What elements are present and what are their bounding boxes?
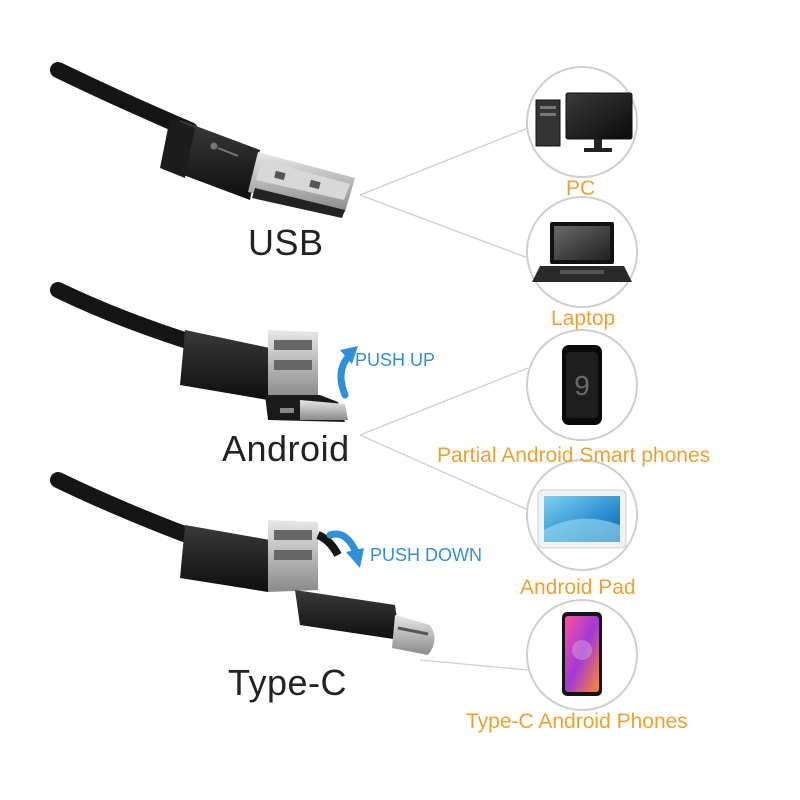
push-up-label: PUSH UP bbox=[355, 350, 436, 370]
tablet-icon bbox=[537, 489, 627, 549]
smartphone-icon: 9 bbox=[562, 345, 602, 425]
connection-lines bbox=[359, 127, 529, 671]
usb-symbol-icon bbox=[210, 142, 239, 157]
typec-phone-label: Type-C Android Phones bbox=[466, 710, 688, 733]
usb-cable bbox=[50, 62, 355, 218]
push-down-label: PUSH DOWN bbox=[370, 545, 482, 565]
usb-label: USB bbox=[248, 222, 324, 263]
push-down-arrow-icon bbox=[326, 530, 359, 554]
device-circle-typec-phone bbox=[526, 599, 638, 711]
device-circle-laptop bbox=[526, 196, 638, 308]
android-cable bbox=[50, 282, 348, 422]
laptop-icon bbox=[532, 222, 632, 282]
push-up-arrow-icon bbox=[337, 351, 354, 399]
laptop-label: Laptop bbox=[551, 307, 616, 330]
device-circle-android-phone: 9 bbox=[526, 329, 638, 441]
android-label: Android bbox=[222, 428, 350, 469]
desktop-computer-icon bbox=[535, 92, 633, 152]
android-pad-label: Android Pad bbox=[520, 576, 636, 599]
typec-cable bbox=[50, 472, 435, 655]
smartphone-icon bbox=[562, 612, 602, 696]
typec-label: Type-C bbox=[228, 662, 348, 703]
android-phone-label: Partial Android Smart phones bbox=[437, 444, 711, 467]
pc-label: PC bbox=[566, 177, 596, 200]
device-circle-pc bbox=[526, 66, 638, 178]
svg-text:9: 9 bbox=[574, 370, 590, 401]
device-circle-android-pad bbox=[526, 459, 638, 571]
